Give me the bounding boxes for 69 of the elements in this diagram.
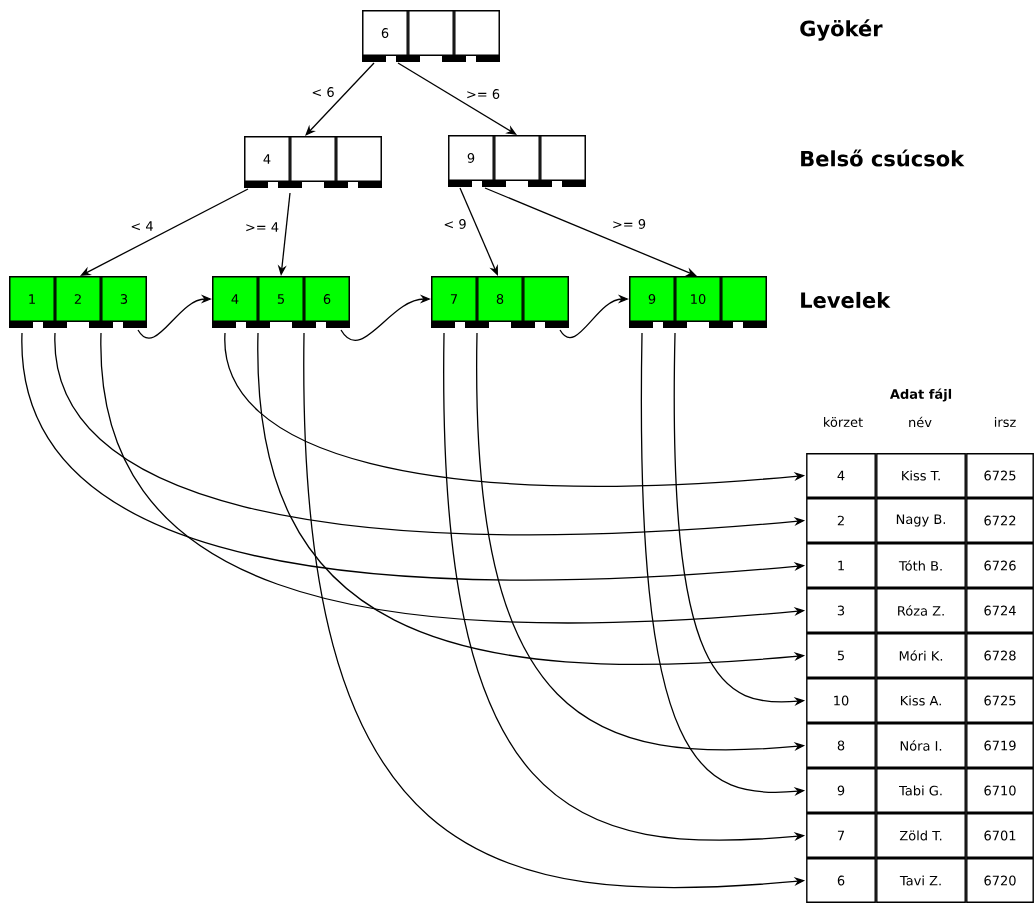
table-cell: Nóra I. bbox=[876, 723, 966, 768]
column-header: irsz bbox=[994, 416, 1016, 428]
table-cell: Tóth B. bbox=[876, 543, 966, 588]
table-cell: Móri K. bbox=[876, 633, 966, 678]
table-cell: 6724 bbox=[966, 588, 1034, 633]
key-cell bbox=[290, 136, 336, 182]
table-cell: 4 bbox=[806, 453, 876, 498]
level-label: Belső csúcsok bbox=[801, 149, 965, 167]
table-cell: 9 bbox=[806, 768, 876, 813]
level-label: Gyökér bbox=[800, 19, 883, 41]
table-cell: 8 bbox=[806, 723, 876, 768]
arrow bbox=[397, 62, 517, 135]
arrow bbox=[459, 187, 498, 276]
table-cell: Kiss T. bbox=[876, 453, 966, 498]
column-header: név bbox=[909, 416, 932, 428]
edge-label: >= 4 bbox=[243, 221, 281, 233]
table-cell: 6725 bbox=[966, 678, 1034, 723]
table-cell: 3 bbox=[806, 588, 876, 633]
table-cell: 6 bbox=[806, 858, 876, 903]
table-cell: 6720 bbox=[966, 858, 1034, 903]
table-cell: Nagy B. bbox=[876, 498, 966, 543]
key-cell: 10 bbox=[675, 276, 721, 322]
level-label: Levelek bbox=[801, 291, 891, 309]
arrow bbox=[80, 188, 249, 276]
key-cell: 1 bbox=[9, 276, 55, 322]
key-cell: 5 bbox=[258, 276, 304, 322]
key-cell bbox=[540, 135, 586, 181]
table-title: Adat fájl bbox=[889, 388, 952, 402]
key-cell: 7 bbox=[431, 276, 477, 322]
column-header: körzet bbox=[824, 416, 863, 428]
key-cell: 4 bbox=[212, 276, 258, 322]
edge-label: < 9 bbox=[442, 218, 468, 230]
table-cell: Zöld T. bbox=[876, 813, 966, 858]
arrow bbox=[484, 187, 697, 276]
key-cell bbox=[494, 135, 540, 181]
table-cell: 6725 bbox=[966, 453, 1034, 498]
arrow bbox=[305, 62, 375, 136]
key-cell: 2 bbox=[55, 276, 101, 322]
key-cell: 6 bbox=[362, 10, 408, 56]
table-cell: 6726 bbox=[966, 543, 1034, 588]
key-cell: 8 bbox=[477, 276, 523, 322]
table-cell: 6701 bbox=[966, 813, 1034, 858]
key-cell: 9 bbox=[629, 276, 675, 322]
key-cell: 6 bbox=[304, 276, 350, 322]
table-cell: Róza Z. bbox=[876, 588, 966, 633]
table-cell: 6722 bbox=[966, 498, 1034, 543]
table-cell: 6728 bbox=[966, 633, 1034, 678]
key-cell bbox=[408, 10, 454, 56]
table-cell: 1 bbox=[806, 543, 876, 588]
table-cell: 7 bbox=[806, 813, 876, 858]
edge-label: >= 6 bbox=[464, 88, 502, 100]
table-cell: Kiss A. bbox=[876, 678, 966, 723]
edge-label: >= 9 bbox=[610, 218, 648, 230]
table-cell: 6719 bbox=[966, 723, 1034, 768]
key-cell: 4 bbox=[244, 136, 290, 182]
table-cell: 6710 bbox=[966, 768, 1034, 813]
key-cell bbox=[336, 136, 382, 182]
table-cell: 5 bbox=[806, 633, 876, 678]
edge-label: < 6 bbox=[310, 86, 336, 98]
table-cell: 10 bbox=[806, 678, 876, 723]
key-cell: 9 bbox=[448, 135, 494, 181]
key-cell bbox=[523, 276, 569, 322]
table-cell: Tabi G. bbox=[876, 768, 966, 813]
table-cell: Tavi Z. bbox=[876, 858, 966, 903]
table-cell: 2 bbox=[806, 498, 876, 543]
key-cell bbox=[721, 276, 767, 322]
key-cell: 3 bbox=[101, 276, 147, 322]
key-cell bbox=[454, 10, 500, 56]
edge-label: < 4 bbox=[129, 220, 155, 232]
